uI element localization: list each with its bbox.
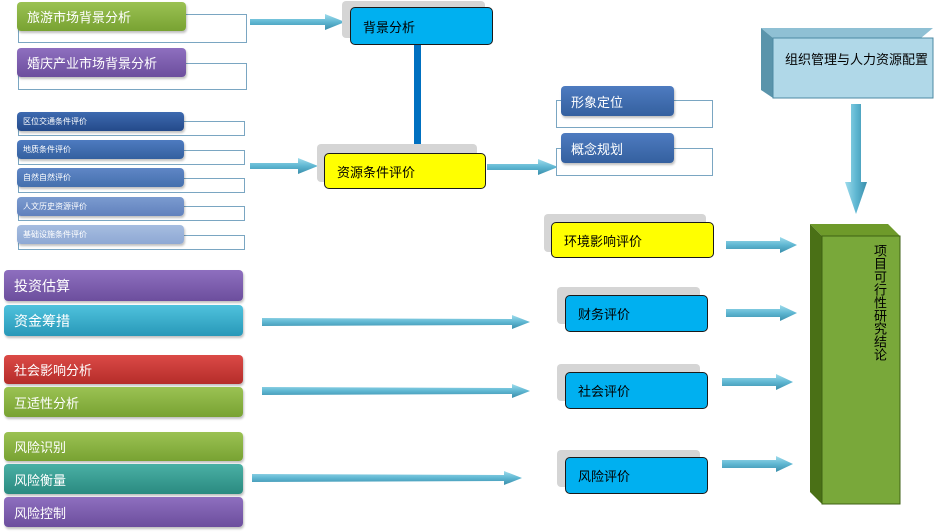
- environment-node-label: 环境影响评价: [564, 234, 643, 250]
- resource-node-label: 资源条件评价: [337, 165, 416, 181]
- resource-node[interactable]: 资源条件评价: [324, 153, 486, 189]
- arrow-market-to-background: [250, 14, 345, 30]
- finance-node[interactable]: 财务评价: [565, 295, 708, 332]
- condition-item-3[interactable]: 自然自然评价: [17, 168, 184, 187]
- risk-item-2-label: 风险衡量: [14, 473, 67, 489]
- concept-node-label: 概念规划: [571, 142, 624, 158]
- market-item-1-label: 旅游市场背景分析: [27, 11, 132, 26]
- vertical-link: [414, 44, 421, 156]
- risk-node-label: 风险评价: [578, 470, 631, 485]
- market-item-2[interactable]: 婚庆产业市场背景分析: [17, 48, 186, 77]
- arrow-org-to-conclusion: [845, 104, 867, 214]
- conclusion-node-label: 项目可行性研究结论: [871, 244, 886, 361]
- condition-item-1[interactable]: 区位交通条件评价: [17, 112, 184, 131]
- org-node[interactable]: 组织管理与人力资源配置: [785, 52, 930, 96]
- social-item-1[interactable]: 社会影响分析: [4, 355, 243, 384]
- finance-node-label: 财务评价: [578, 308, 631, 323]
- society-node-label: 社会评价: [578, 385, 631, 400]
- risk-item-1[interactable]: 风险识别: [4, 432, 243, 461]
- concept-node[interactable]: 概念规划: [561, 133, 674, 163]
- risk-item-1-label: 风险识别: [14, 441, 67, 456]
- condition-item-1-label: 区位交通条件评价: [23, 117, 87, 126]
- condition-item-4-label: 人文历史资源评价: [23, 202, 87, 211]
- arrow-environment-to-conclusion: [726, 237, 797, 253]
- risk-node[interactable]: 风险评价: [565, 457, 708, 494]
- risk-item-3[interactable]: 风险控制: [4, 497, 243, 527]
- condition-item-3-label: 自然自然评价: [23, 173, 71, 182]
- risk-item-3-label: 风险控制: [14, 506, 67, 522]
- condition-item-4[interactable]: 人文历史资源评价: [17, 197, 184, 216]
- arrow-investment-to-finance: [262, 315, 530, 329]
- investment-item-1-label: 投资估算: [14, 278, 70, 295]
- condition-item-2-label: 地质条件评价: [23, 145, 71, 154]
- market-item-1[interactable]: 旅游市场背景分析: [17, 2, 186, 31]
- investment-item-2[interactable]: 资金筹措: [4, 305, 243, 336]
- market-item-2-label: 婚庆产业市场背景分析: [27, 57, 158, 72]
- conclusion-box-shape: [810, 224, 901, 505]
- society-node[interactable]: 社会评价: [565, 372, 708, 409]
- arrow-social-to-society: [262, 384, 530, 398]
- arrow-finance-to-conclusion: [726, 305, 797, 321]
- arrow-riskgroup-to-risk: [252, 471, 522, 485]
- positioning-node-label: 形象定位: [571, 95, 624, 111]
- arrow-society-to-conclusion: [722, 374, 793, 390]
- investment-item-2-label: 资金筹措: [14, 313, 70, 330]
- arrow-risk-to-conclusion: [722, 456, 793, 472]
- org-node-label: 组织管理与人力资源配置: [785, 53, 929, 68]
- social-item-1-label: 社会影响分析: [14, 364, 93, 379]
- investment-item-1[interactable]: 投资估算: [4, 270, 243, 301]
- environment-node[interactable]: 环境影响评价: [551, 222, 714, 258]
- social-item-2-label: 互适性分析: [14, 396, 80, 412]
- arrow-conditions-to-resource: [250, 158, 318, 174]
- condition-item-5-label: 基础设施条件评价: [23, 230, 87, 239]
- positioning-node[interactable]: 形象定位: [561, 86, 674, 116]
- condition-item-2[interactable]: 地质条件评价: [17, 140, 184, 159]
- conclusion-node[interactable]: 项目可行性研究结论: [868, 244, 888, 404]
- social-item-2[interactable]: 互适性分析: [4, 387, 243, 417]
- condition-item-5[interactable]: 基础设施条件评价: [17, 225, 184, 244]
- background-node-label: 背景分析: [363, 20, 416, 36]
- org-box-shape: [761, 28, 934, 99]
- background-node[interactable]: 背景分析: [350, 7, 493, 45]
- risk-item-2[interactable]: 风险衡量: [4, 464, 243, 494]
- arrow-resource-to-concept: [487, 159, 558, 175]
